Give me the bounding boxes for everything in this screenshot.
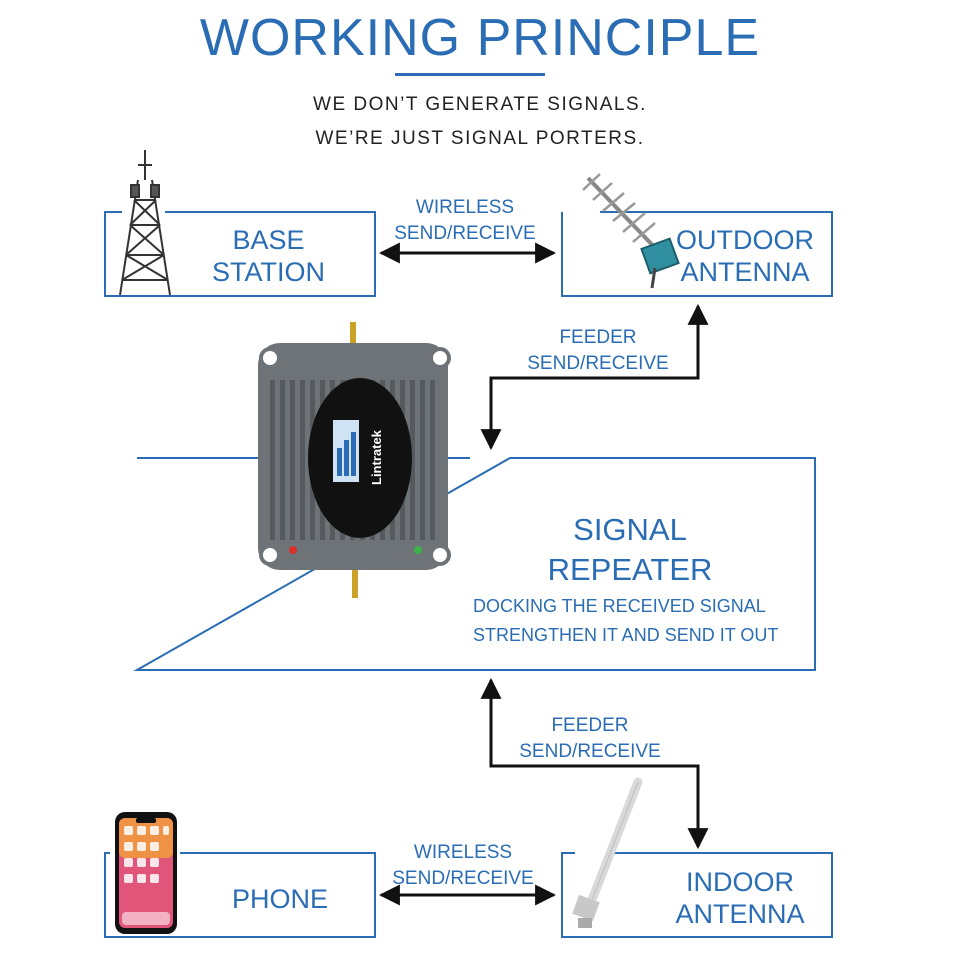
upper-feeder-label: FEEDER SEND/RECEIVE	[518, 325, 678, 377]
repeater-title-line-1: SIGNAL	[573, 512, 687, 547]
lower-feeder-arrow	[480, 677, 709, 850]
bottom-wireless-label: WIRELESS SEND/RECEIVE	[383, 840, 543, 892]
base-station-label: BASE STATION	[196, 224, 341, 288]
upper-feeder-arrow	[480, 303, 709, 451]
repeater-description-line-1: DOCKING THE RECEIVED SIGNAL	[473, 596, 766, 616]
outdoor-antenna-label: OUTDOOR ANTENNA	[670, 224, 820, 288]
tagline-line-1: WE DON’T GENERATE SIGNALS.	[313, 94, 647, 115]
repeater-description-line-2: STRENGTHEN IT AND SEND IT OUT	[473, 625, 779, 645]
upper-feeder-label-line-1: FEEDER	[559, 327, 637, 348]
top-wireless-label-line-1: WIRELESS	[415, 197, 515, 218]
lower-feeder-label: FEEDER SEND/RECEIVE	[510, 713, 670, 765]
device-brand: Lintratek	[369, 429, 384, 485]
yagi-antenna-icon	[582, 173, 680, 289]
base-station-label-line-1: BASE	[232, 225, 305, 255]
indoor-antenna-label: INDOOR ANTENNA	[665, 866, 815, 930]
outdoor-antenna-label-line-2: ANTENNA	[680, 257, 810, 287]
phone-label: PHONE	[231, 884, 329, 914]
base-station-box	[104, 211, 376, 297]
upper-feeder-label-line-2: SEND/RECEIVE	[527, 353, 669, 374]
bottom-wireless-label-line-2: SEND/RECEIVE	[392, 868, 534, 889]
connectors	[378, 242, 709, 906]
base-station-label-line-2: STATION	[212, 257, 325, 287]
outdoor-antenna-label-line-1: OUTDOOR	[676, 225, 814, 255]
outdoor-antenna-box	[561, 211, 833, 297]
lower-feeder-label-line-2: SEND/RECEIVE	[519, 741, 661, 762]
top-wireless-label: WIRELESS SEND/RECEIVE	[385, 195, 545, 247]
top-wireless-label-line-2: SEND/RECEIVE	[394, 223, 536, 244]
repeater-description: DOCKING THE RECEIVED SIGNAL STRENGTHEN I…	[473, 592, 813, 650]
repeater-title-line-2: REPEATER	[547, 552, 713, 587]
title-underline	[395, 73, 545, 76]
tower-icon	[119, 150, 171, 296]
lower-feeder-label-line-1: FEEDER	[551, 715, 629, 736]
indoor-antenna-label-line-1: INDOOR	[686, 867, 794, 897]
repeater-title: SIGNAL REPEATER	[520, 510, 740, 590]
bottom-wireless-label-line-1: WIRELESS	[413, 842, 513, 863]
smartphone-icon	[115, 812, 177, 934]
tagline-line-2: WE’RE JUST SIGNAL PORTERS.	[315, 128, 645, 149]
phone-box	[104, 852, 376, 938]
page-title: WORKING PRINCIPLE	[199, 9, 761, 67]
whip-antenna-icon	[572, 777, 643, 928]
indoor-antenna-box	[561, 852, 833, 938]
indoor-antenna-label-line-2: ANTENNA	[675, 899, 805, 929]
repeater-device-icon	[258, 322, 451, 598]
